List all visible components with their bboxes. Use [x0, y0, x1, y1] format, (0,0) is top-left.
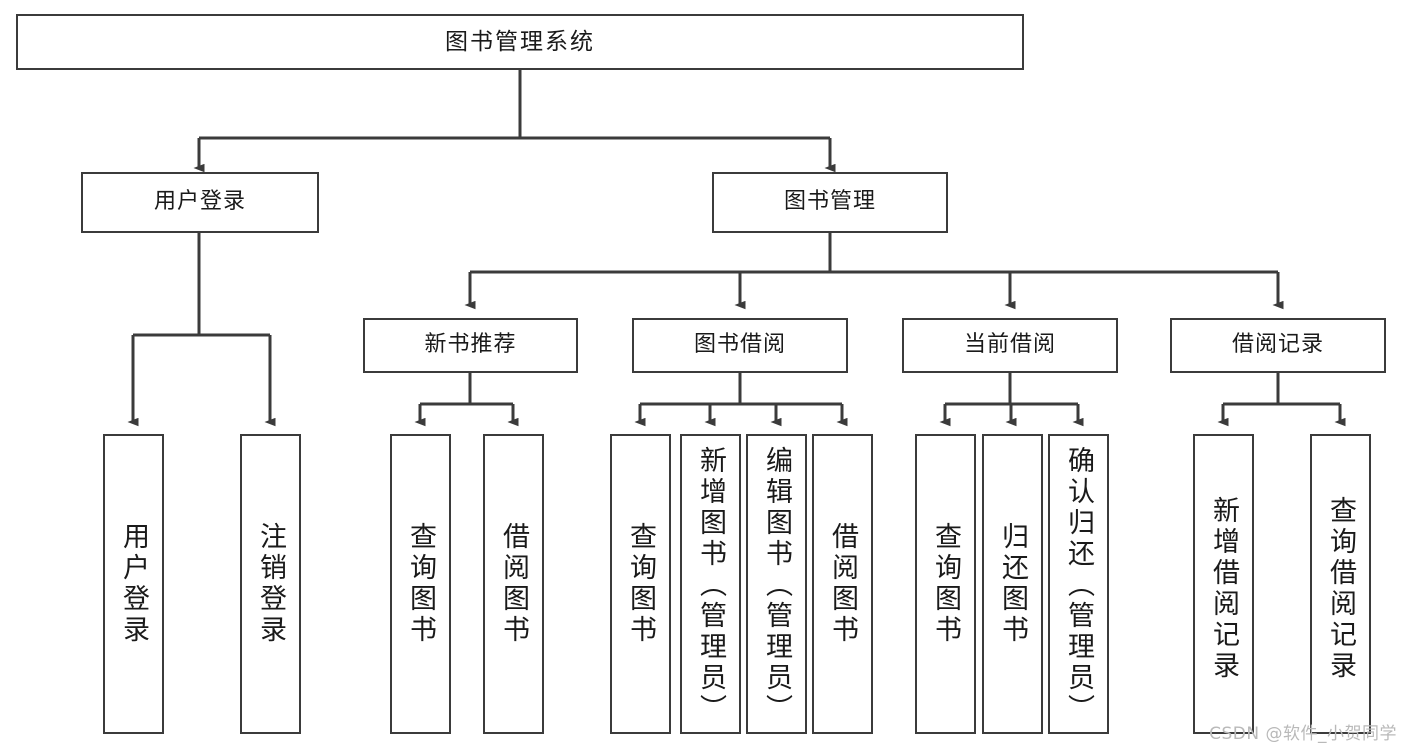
- node-book-borrow-label: 图书借阅: [693, 332, 786, 358]
- leaf-add-book[interactable]: 新增图书（管理员）: [680, 434, 741, 734]
- leaf-add-book-label: 新增图书（管理员）: [695, 446, 726, 725]
- leaf-confirm-return-label: 确认归还（管理员）: [1063, 446, 1094, 725]
- leaf-edit-book[interactable]: 编辑图书（管理员）: [746, 434, 807, 734]
- leaf-query-book-2[interactable]: 查询图书: [610, 434, 671, 734]
- node-new-book-recommend[interactable]: 新书推荐: [363, 318, 578, 373]
- node-root-label: 图书管理系统: [445, 28, 595, 55]
- node-book-borrow[interactable]: 图书借阅: [632, 318, 848, 373]
- leaf-user-login-label: 用户登录: [118, 522, 149, 646]
- node-root[interactable]: 图书管理系统: [16, 14, 1024, 70]
- leaf-edit-book-label: 编辑图书（管理员）: [761, 446, 792, 725]
- leaf-borrow-book-2-label: 借阅图书: [827, 522, 858, 646]
- leaf-borrow-book-1-label: 借阅图书: [498, 522, 529, 646]
- leaf-query-book-3-label: 查询图书: [930, 522, 961, 646]
- node-borrow-record[interactable]: 借阅记录: [1170, 318, 1386, 373]
- node-book-manage[interactable]: 图书管理: [712, 172, 948, 233]
- leaf-query-book-3[interactable]: 查询图书: [915, 434, 976, 734]
- node-user-login-label: 用户登录: [153, 189, 246, 215]
- leaf-user-login[interactable]: 用户登录: [103, 434, 164, 734]
- node-new-book-recommend-label: 新书推荐: [424, 332, 517, 358]
- node-current-borrow[interactable]: 当前借阅: [902, 318, 1118, 373]
- node-book-manage-label: 图书管理: [783, 189, 876, 215]
- leaf-query-book-1[interactable]: 查询图书: [390, 434, 451, 734]
- leaf-confirm-return[interactable]: 确认归还（管理员）: [1048, 434, 1109, 734]
- csdn-watermark: CSDN @软件_小贺同学: [1209, 724, 1397, 744]
- leaf-logout[interactable]: 注销登录: [240, 434, 301, 734]
- leaf-borrow-book-2[interactable]: 借阅图书: [812, 434, 873, 734]
- leaf-query-record[interactable]: 查询借阅记录: [1310, 434, 1371, 734]
- leaf-return-book[interactable]: 归还图书: [982, 434, 1043, 734]
- leaf-borrow-book-1[interactable]: 借阅图书: [483, 434, 544, 734]
- leaf-logout-label: 注销登录: [255, 522, 286, 646]
- node-user-login[interactable]: 用户登录: [81, 172, 319, 233]
- leaf-query-book-1-label: 查询图书: [405, 522, 436, 646]
- leaf-query-book-2-label: 查询图书: [625, 522, 656, 646]
- leaf-add-record[interactable]: 新增借阅记录: [1193, 434, 1254, 734]
- node-current-borrow-label: 当前借阅: [963, 332, 1056, 358]
- node-borrow-record-label: 借阅记录: [1231, 332, 1324, 358]
- leaf-query-record-label: 查询借阅记录: [1325, 496, 1356, 682]
- leaf-add-record-label: 新增借阅记录: [1208, 496, 1239, 682]
- leaf-return-book-label: 归还图书: [997, 522, 1028, 646]
